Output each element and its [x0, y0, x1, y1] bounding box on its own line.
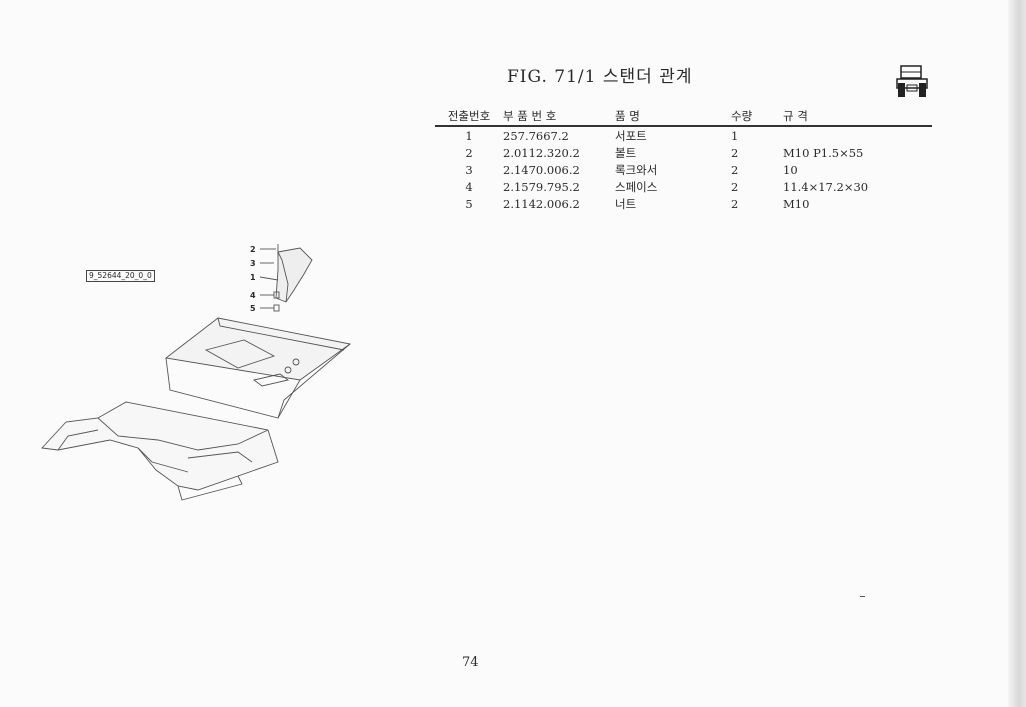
cell-qty: 2	[731, 145, 739, 160]
table-row: 4 2.1579.795.2 스페이스 2 11.4×17.2×30	[435, 178, 932, 195]
cell-no: 1	[465, 128, 473, 143]
cell-part-no: 2.0112.320.2	[503, 145, 580, 160]
table-row: 3 2.1470.006.2 록크와서 2 10	[435, 161, 932, 178]
cell-spec: M10 P1.5×55	[783, 145, 864, 160]
cell-qty: 1	[731, 128, 739, 143]
table-row: 5 2.1142.006.2 너트 2 M10	[435, 195, 932, 212]
drawing-reference-code: 9_52644_20_0_0	[86, 270, 155, 282]
cell-spec	[783, 126, 932, 144]
cell-spec: 11.4×17.2×30	[783, 179, 869, 194]
callout-label: 4	[250, 291, 256, 300]
cell-no: 3	[465, 162, 473, 177]
cell-part-no: 2.1470.006.2	[503, 162, 580, 177]
tractor-icon	[896, 65, 928, 97]
header-spec: 규 격	[783, 108, 932, 127]
cell-qty: 2	[731, 179, 739, 194]
cell-part-no: 257.7667.2	[503, 128, 569, 143]
table-row: 2 2.0112.320.2 볼트 2 M10 P1.5×55	[435, 144, 932, 161]
cell-no: 2	[465, 145, 473, 160]
table-header-row: 전출번호 부 품 번 호 품 명 수량 규 격	[435, 108, 932, 127]
cell-name: 볼트	[615, 145, 637, 160]
stray-mark	[860, 596, 865, 597]
header-name: 품 명	[615, 108, 731, 127]
page-number: 74	[462, 655, 479, 670]
cell-name: 너트	[615, 196, 637, 211]
cell-qty: 2	[731, 162, 739, 177]
figure-title: FIG. 71/1 스탠더 관계	[507, 67, 693, 87]
cell-qty: 2	[731, 196, 739, 211]
cell-spec: M10	[783, 196, 810, 211]
table-row: 1 257.7667.2 서포트 1	[435, 126, 932, 144]
header-part-no: 부 품 번 호	[503, 108, 615, 127]
cell-name: 서포트	[615, 128, 647, 143]
cell-spec: 10	[783, 162, 798, 177]
callout-label: 2	[250, 245, 256, 254]
callout-label: 5	[250, 304, 256, 313]
cell-part-no: 2.1579.795.2	[503, 179, 580, 194]
cell-name: 스페이스	[615, 179, 658, 194]
cell-no: 4	[465, 179, 473, 194]
cell-no: 5	[465, 196, 473, 211]
cell-name: 록크와서	[615, 162, 658, 177]
callout-label: 3	[250, 259, 256, 268]
cell-part-no: 2.1142.006.2	[503, 196, 580, 211]
header-qty: 수량	[731, 108, 783, 127]
callout-label: 1	[250, 273, 256, 282]
parts-table: 전출번호 부 품 번 호 품 명 수량 규 격 1 257.7667.2 서포트…	[435, 108, 932, 212]
exploded-parts-drawing	[41, 244, 352, 501]
header-no: 전출번호	[435, 108, 503, 127]
page-edge-shadow	[1008, 0, 1026, 707]
